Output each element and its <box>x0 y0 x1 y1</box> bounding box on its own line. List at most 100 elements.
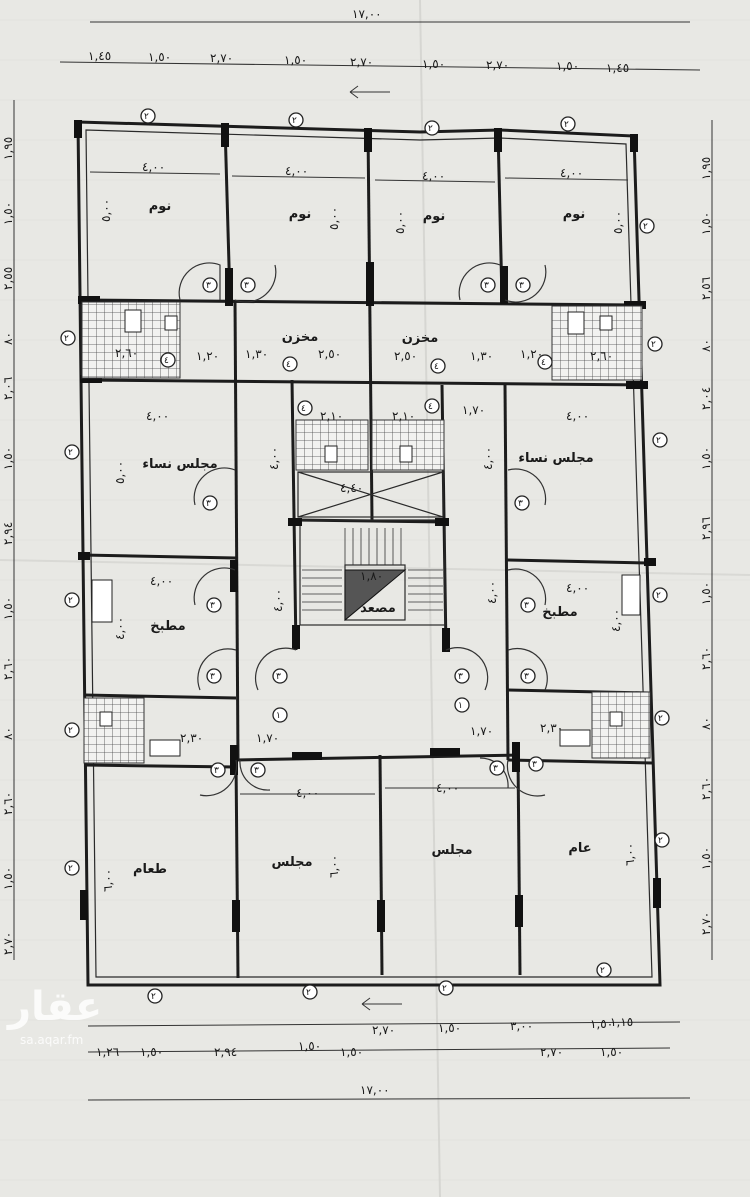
svg-text:٣: ٣ <box>276 672 281 682</box>
dim-d130-right: ١,٣٠ <box>470 349 493 363</box>
left-seg-2: ١,٥٠ <box>1 202 15 225</box>
left-seg-3: ٢,٥٥ <box>1 267 15 290</box>
svg-text:٣: ٣ <box>210 672 215 682</box>
dim-wc-left: ٢,١٠ <box>320 409 343 423</box>
bottom-upper-seg-6: ١,٥٠ <box>298 1039 321 1053</box>
left-seg-5: ٢,٠٦ <box>1 377 15 400</box>
top-seg-9: ١,٤٥ <box>606 61 629 75</box>
svg-text:٣: ٣ <box>210 601 215 611</box>
window-marker: ٢ <box>424 120 440 136</box>
svg-text:٣: ٣ <box>254 766 259 776</box>
dim-bed4-height: ٥,٠٠ <box>611 211 625 234</box>
room-bed-3: نوم <box>423 209 446 224</box>
dim-stair-left: ٤,٠٠ <box>271 589 285 612</box>
svg-text:٤: ٤ <box>434 362 439 372</box>
dim-bed2-height: ٥,٠٠ <box>327 207 341 230</box>
left-seg-7: ٢,٩٤ <box>1 522 15 545</box>
door-marker: ٣ <box>206 668 222 684</box>
dim-dining-height: ٦,٠٠ <box>101 869 115 892</box>
dim-bed1-height: ٥,٠٠ <box>99 199 113 222</box>
window-marker: ٢ <box>60 330 76 346</box>
top-seg-7: ٢,٧٠ <box>486 58 509 72</box>
dim-bath-right: ٢,٦٠ <box>590 349 613 363</box>
door-marker: ٣ <box>202 277 218 293</box>
window-marker: ٢ <box>647 336 663 352</box>
dim-wc-right: ٢,١٠ <box>392 409 415 423</box>
svg-text:٢: ٢ <box>428 124 433 134</box>
dim-bed1-width: ٤,٠٠ <box>142 160 165 174</box>
stairs <box>302 528 443 611</box>
dim-bed2-width: ٤,٠٠ <box>285 164 308 178</box>
svg-text:٢: ٢ <box>144 112 149 122</box>
svg-text:٣: ٣ <box>532 760 537 770</box>
aqar-watermark: عقار sa.aqar.fm <box>6 984 102 1047</box>
window-marker: ٢ <box>438 980 454 996</box>
dim-majlis2-width: ٤,٠٠ <box>436 781 459 795</box>
dim-majlis1-height: ٦,٠٠ <box>327 855 341 878</box>
svg-text:٣: ٣ <box>524 672 529 682</box>
room-right-bottom: عام <box>568 841 591 856</box>
window-marker: ٢ <box>560 116 576 132</box>
svg-text:٢: ٢ <box>643 222 648 232</box>
right-seg-4: ٨٠ <box>699 339 713 352</box>
bottom-upper-seg-1: ١,١٥ <box>610 1015 633 1029</box>
right-seg-12: ١,٥٠ <box>699 847 713 870</box>
right-seg-1: ١,٩٥ <box>699 157 713 180</box>
dim-d120-left: ١,٢٠ <box>196 349 219 363</box>
room-kitchen-left: مطبخ <box>150 619 185 634</box>
aqar-url: sa.aqar.fm <box>20 1033 83 1047</box>
door-marker: ٣ <box>520 597 536 613</box>
dim-women-corr-right: ٤,٠٠ <box>481 447 495 470</box>
dim-d120-right: ١,٢٠ <box>520 347 543 361</box>
door-marker: ١ <box>272 707 288 723</box>
dim-b230-left: ٢,٣٠ <box>180 731 203 745</box>
top-seg-3: ٢,٧٠ <box>210 51 233 65</box>
door-marker: ٣ <box>210 762 226 778</box>
dim-kitchen-left-height: ٤,٠٠ <box>113 617 127 640</box>
svg-text:٢: ٢ <box>442 984 447 994</box>
door-marker: ٣ <box>520 668 536 684</box>
dim-d130-left: ١,٣٠ <box>245 347 268 361</box>
door-marker: ٤ <box>424 398 440 414</box>
dim-kitchen-right-width: ٤,٠٠ <box>566 581 589 595</box>
right-seg-6: ١,٥٠ <box>699 447 713 470</box>
svg-text:٤: ٤ <box>286 360 291 370</box>
svg-text:٢: ٢ <box>658 836 663 846</box>
svg-text:٣: ٣ <box>484 281 489 291</box>
overall-width-bottom: ١٧,٠٠ <box>360 1083 390 1097</box>
right-seg-9: ٢,٦٠ <box>699 647 713 670</box>
aqar-logo: عقار <box>6 984 102 1030</box>
right-seg-11: ٢,٦٠ <box>699 777 713 800</box>
right-dimension-labels: ١,٩٥ ١,٥٠ ٢,٥٦ ٨٠ ٢,٠٤ ١,٥٠ ٢,٩٦ ١,٥٠ ٢,… <box>699 157 713 935</box>
bottom-upper-seg-2: ١,٥٠ <box>590 1017 613 1031</box>
room-bed-4: نوم <box>563 207 586 222</box>
svg-text:٢: ٢ <box>68 726 73 736</box>
svg-text:٤: ٤ <box>164 356 169 366</box>
svg-text:٢: ٢ <box>651 340 656 350</box>
svg-text:٢: ٢ <box>292 116 297 126</box>
door-marker: ٣ <box>250 762 266 778</box>
left-seg-10: ٨٠ <box>1 727 15 740</box>
svg-text:٣: ٣ <box>519 281 524 291</box>
dim-hall: ٤,٤٠ <box>340 481 363 495</box>
paper-fold-h <box>0 559 750 576</box>
door-marker: ٣ <box>454 668 470 684</box>
svg-text:٣: ٣ <box>518 499 523 509</box>
dim-store-left: ٢,٥٠ <box>318 347 341 361</box>
wall-piers <box>74 120 661 932</box>
bottom-lower-seg-4: ١,٥٠ <box>340 1045 363 1059</box>
svg-text:٣: ٣ <box>524 601 529 611</box>
door-marker: ٣ <box>528 756 544 772</box>
dim-bath-left: ٢,٦٠ <box>115 346 138 360</box>
window-markers: ٢ ٢ ٢ ٢ ٢ ٢ ٢ ٢ ٢ ٢ ٢ ٢ ٢ ٢ ٢ ٢ ٢ ٢ ٢ ٣ … <box>60 108 670 1004</box>
svg-text:٣: ٣ <box>206 499 211 509</box>
window-marker: ٢ <box>64 722 80 738</box>
window-marker: ٢ <box>64 592 80 608</box>
bottom-lower-seg-6: ١,٥٠ <box>600 1045 623 1059</box>
window-marker: ٢ <box>652 587 668 603</box>
svg-text:٤: ٤ <box>541 358 546 368</box>
right-seg-3: ٢,٥٦ <box>699 277 713 300</box>
room-store-left: مخزن <box>282 330 319 345</box>
room-store-right: مخزن <box>402 331 439 346</box>
window-marker: ٢ <box>652 432 668 448</box>
